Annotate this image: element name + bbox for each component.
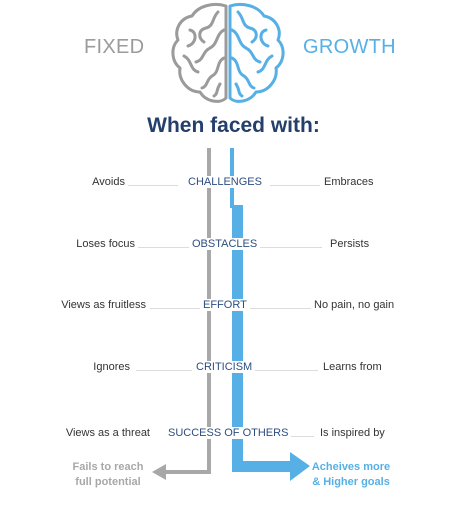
situation-label: CHALLENGES xyxy=(185,176,265,188)
situation-label: EFFORT xyxy=(200,299,250,311)
growth-response: Learns from xyxy=(323,361,382,373)
fixed-response: Ignores xyxy=(93,361,130,373)
growth-mindset-header: GROWTH xyxy=(303,36,396,58)
growth-response: Is inspired by xyxy=(320,427,385,439)
growth-outcome: Acheives more & Higher goals xyxy=(305,460,397,490)
row-success-of-others: Views as a threat SUCCESS OF OTHERS Is i… xyxy=(0,427,467,447)
situation-label: OBSTACLES xyxy=(189,238,261,250)
growth-outcome-line-2: & Higher goals xyxy=(312,476,390,488)
situation-label: SUCCESS OF OTHERS xyxy=(165,427,292,439)
diagram-title: When faced with: xyxy=(147,114,320,137)
fixed-path-arrow xyxy=(152,148,211,480)
row-challenges: Avoids CHALLENGES Embraces xyxy=(0,176,467,196)
growth-response: Persists xyxy=(330,238,370,250)
row-obstacles: Loses focus OBSTACLES Persists xyxy=(0,238,467,258)
fixed-outcome: Fails to reach full potential xyxy=(62,460,154,490)
growth-response: Embraces xyxy=(324,176,374,188)
row-effort: Views as fruitless EFFORT No pain, no ga… xyxy=(0,299,467,319)
fixed-outcome-line-1: Fails to reach xyxy=(72,461,144,473)
growth-response: No pain, no gain xyxy=(314,299,395,311)
fixed-response: Views as fruitless xyxy=(61,299,146,311)
fixed-mindset-header: FIXED xyxy=(84,36,145,58)
situation-label: CRITICISM xyxy=(193,361,256,373)
growth-outcome-line-1: Acheives more xyxy=(311,461,391,473)
fixed-response: Loses focus xyxy=(76,238,135,250)
fixed-outcome-line-2: full potential xyxy=(75,476,141,488)
fixed-response: Avoids xyxy=(92,176,125,188)
brain-icon xyxy=(171,2,285,103)
row-criticism: Ignores CRITICISM Learns from xyxy=(0,361,467,381)
fixed-response: Views as a threat xyxy=(65,427,150,439)
